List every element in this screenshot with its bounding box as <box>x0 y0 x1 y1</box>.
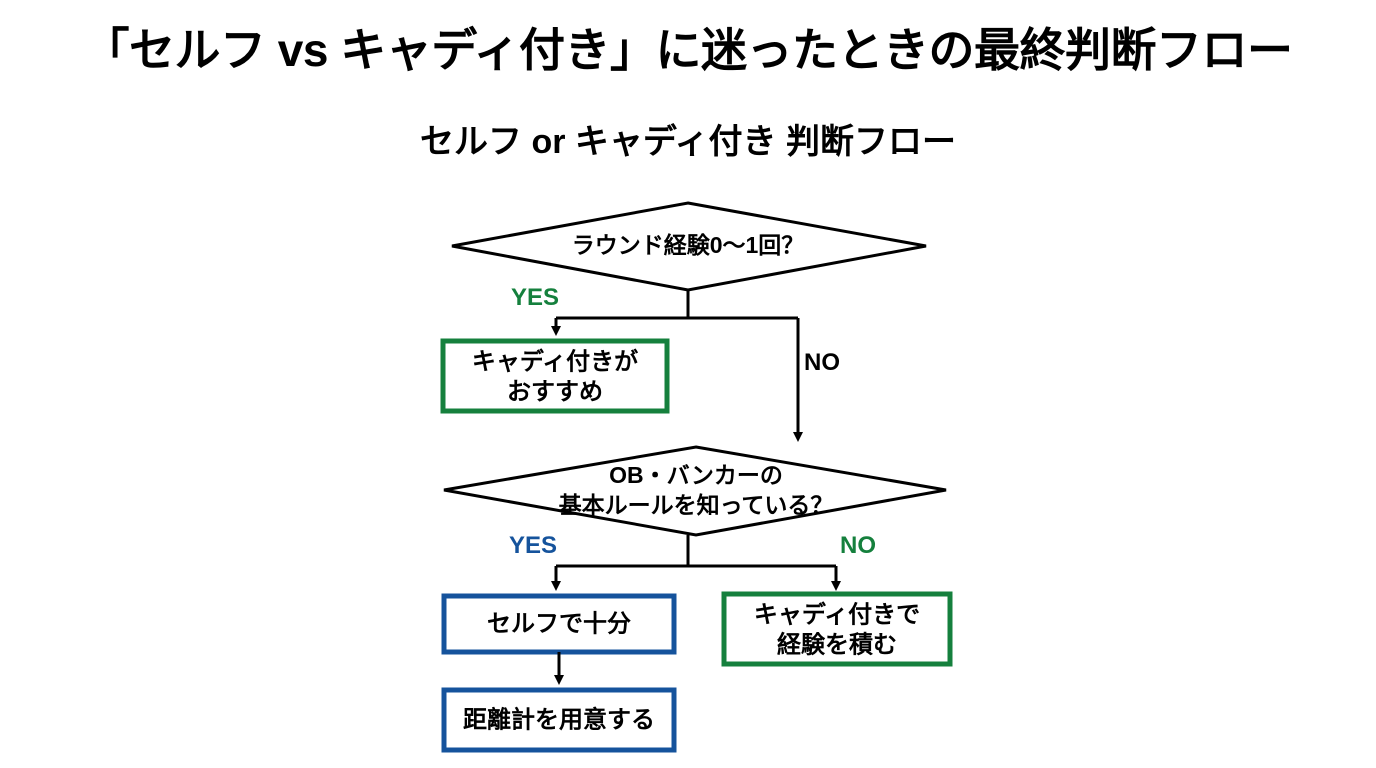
edge-label-decision1-yes: YES <box>511 284 559 311</box>
outcome-caddie-experience-line2: 経験を積む <box>777 630 897 658</box>
outcome-caddie-recommend-line2: おすすめ <box>507 378 603 405</box>
decision2-label-line1: OB・バンカーの <box>609 462 783 488</box>
decision2-label-line2: 基本ルールを知っている？ <box>559 492 834 518</box>
outcome-rangefinder-box <box>441 687 677 753</box>
page-subtitle: セルフ or キャディ付き 判断フロー <box>420 123 956 161</box>
page-title: 「セルフ vs キャディ付き」に迷ったときの最終判断フロー <box>83 24 1293 76</box>
outcome-caddie-recommend-box <box>440 338 670 414</box>
node-decision-round-experience[interactable]: ラウンド経験0〜1回？ <box>451 201 927 292</box>
node-decision-rules-knowledge[interactable]: OB・バンカーの 基本ルールを知っている？ <box>443 445 947 537</box>
node-outcome-rangefinder[interactable]: 距離計を用意する <box>441 687 677 753</box>
edge-label-decision1-no: NO <box>804 349 840 376</box>
outcome-rangefinder-label: 距離計を用意する <box>463 705 655 733</box>
connector-decision2-split <box>551 535 841 591</box>
edge-label-decision2-no: NO <box>840 532 876 559</box>
node-outcome-caddie-experience[interactable]: キャディ付きで 経験を積む <box>721 591 953 667</box>
decision2-diamond-shape <box>443 445 947 537</box>
outcome-self-enough-label: セルフで十分 <box>487 610 631 637</box>
outcome-caddie-experience-line1: キャディ付きで <box>754 600 920 628</box>
outcome-caddie-experience-box <box>721 591 953 667</box>
outcome-caddie-recommend-line1: キャディ付きが <box>472 347 638 375</box>
connector-decision1-split <box>551 290 803 442</box>
node-outcome-self-enough[interactable]: セルフで十分 <box>441 593 677 655</box>
node-outcome-caddie-recommend[interactable]: キャディ付きが おすすめ <box>440 338 670 414</box>
decision1-label: ラウンド経験0〜1回？ <box>572 232 805 258</box>
edge-label-decision2-yes: YES <box>509 532 557 559</box>
